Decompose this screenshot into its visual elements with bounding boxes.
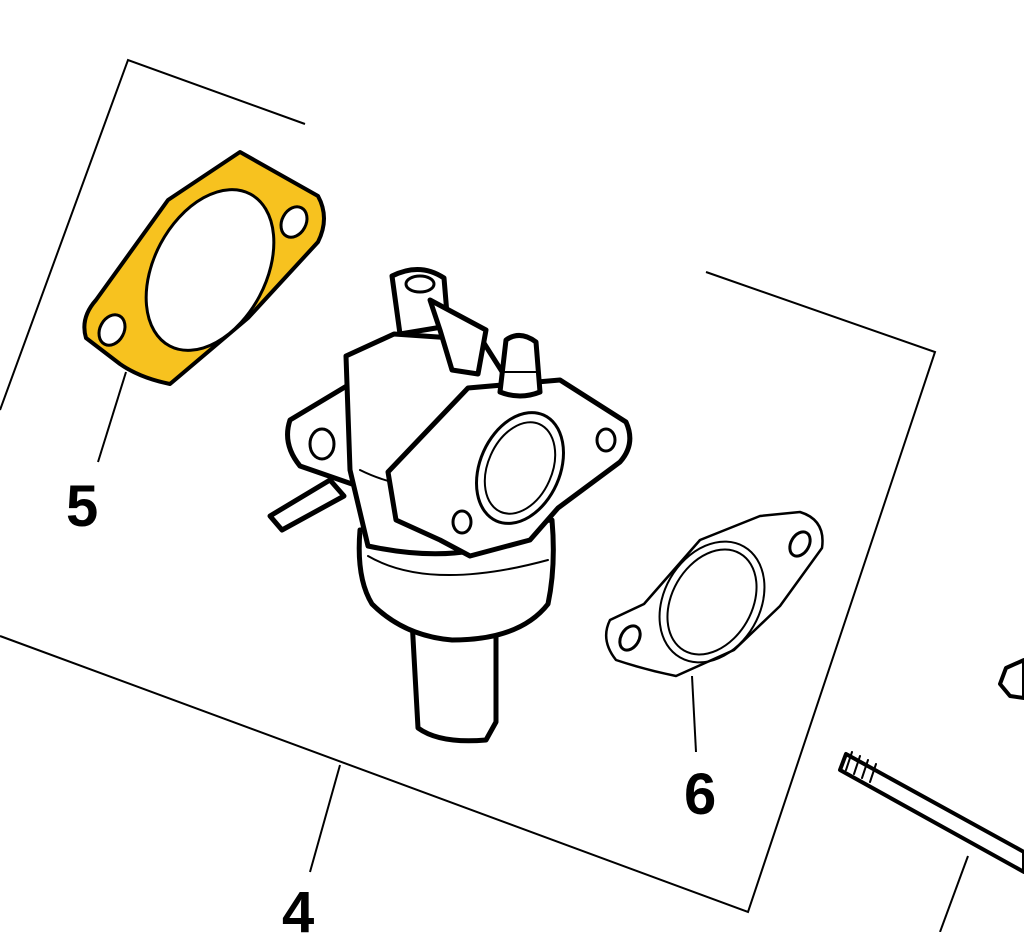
leader-lines	[97, 371, 969, 932]
leader-5	[97, 371, 127, 463]
callout-6: 6	[684, 762, 717, 827]
leader-4	[309, 764, 341, 873]
callout-5: 5	[66, 474, 99, 539]
assembly-frame	[0, 58, 937, 914]
nut-fragment	[998, 658, 1024, 700]
leader-6	[691, 675, 697, 753]
mounting-stud	[838, 751, 1024, 874]
leader-stud	[939, 855, 969, 932]
carburetor-body[interactable]	[267, 267, 633, 744]
gasket-6[interactable]	[604, 510, 824, 681]
gasket-5-highlighted[interactable]	[82, 150, 326, 386]
callout-4: 4	[282, 880, 315, 945]
